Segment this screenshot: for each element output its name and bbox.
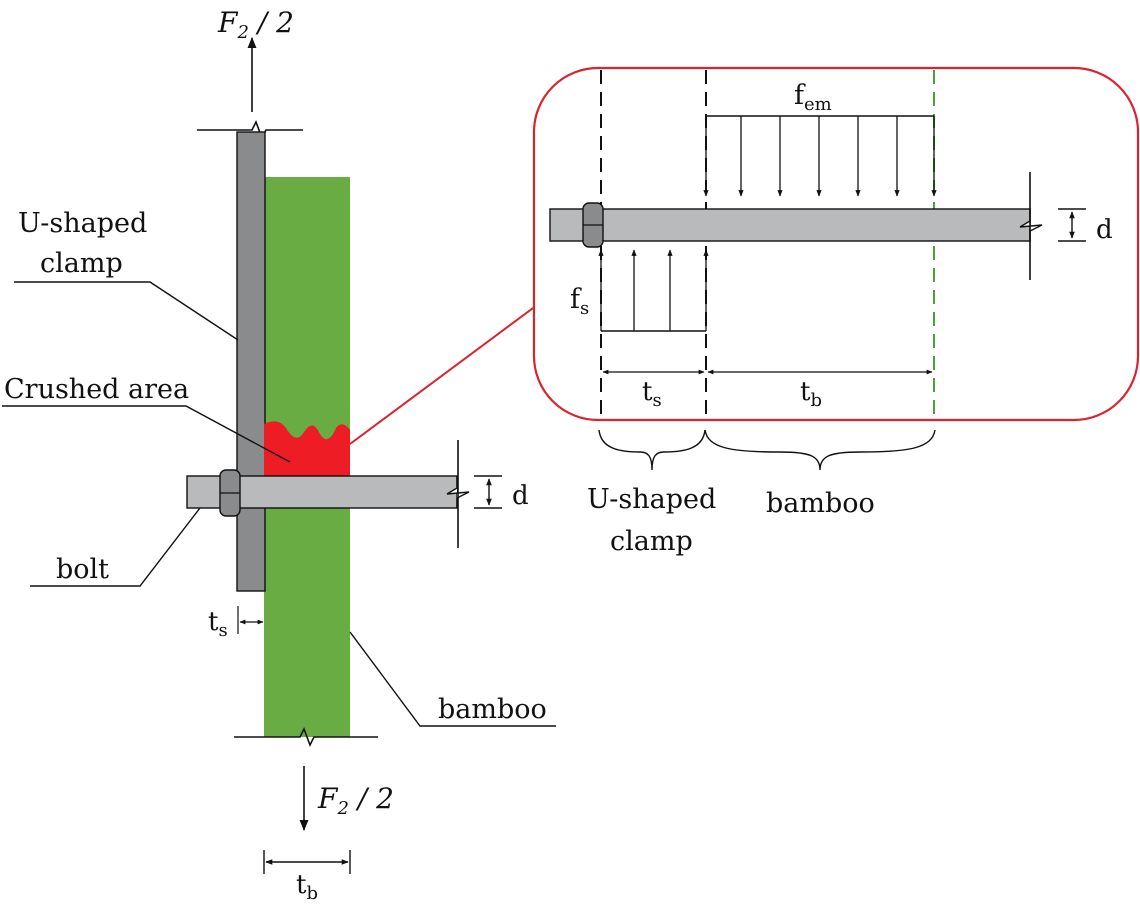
crushed-area [264, 421, 350, 476]
bottom-break-line [234, 727, 378, 747]
bamboo-label: bamboo [438, 694, 547, 725]
bamboo-leader [349, 631, 556, 727]
bolt-label: bolt [56, 554, 109, 585]
detail-tb-label: tb [800, 377, 822, 411]
detail-clamp-label-line1: U-shaped [587, 484, 716, 515]
clamp-brace [598, 429, 706, 471]
top-break-line [197, 120, 303, 140]
ts-label: ts [208, 607, 228, 641]
callout-connector [349, 293, 553, 445]
detail-bolt-shank [549, 208, 1031, 242]
detail-bamboo-label: bamboo [766, 488, 875, 519]
clamp-label-line1: U-shaped [18, 208, 147, 239]
fem-label: fem [794, 80, 832, 115]
force-label-top: F2 / 2 [217, 6, 294, 43]
detail-callout-frame [532, 66, 1140, 422]
fem-load-arrows [703, 116, 937, 197]
crushed-label: Crushed area [4, 374, 189, 405]
d-label: d [512, 481, 529, 511]
bolt-leader [30, 507, 201, 587]
bamboo-brace [704, 429, 936, 471]
detail-clamp-label-line2: clamp [610, 526, 693, 557]
fs-label: fs [570, 284, 589, 319]
u-shaped-clamp-plate [236, 131, 266, 592]
detail-ts-label: ts [642, 377, 662, 411]
force-label-bottom: F2 / 2 [317, 782, 394, 819]
fs-load-arrows [598, 249, 709, 331]
tb-label-bottom: tb [296, 870, 318, 904]
crushed-leader [2, 405, 291, 463]
detail-d-label: d [1096, 215, 1113, 245]
clamp-leader [14, 281, 239, 341]
clamp-label-line2: clamp [40, 248, 123, 279]
